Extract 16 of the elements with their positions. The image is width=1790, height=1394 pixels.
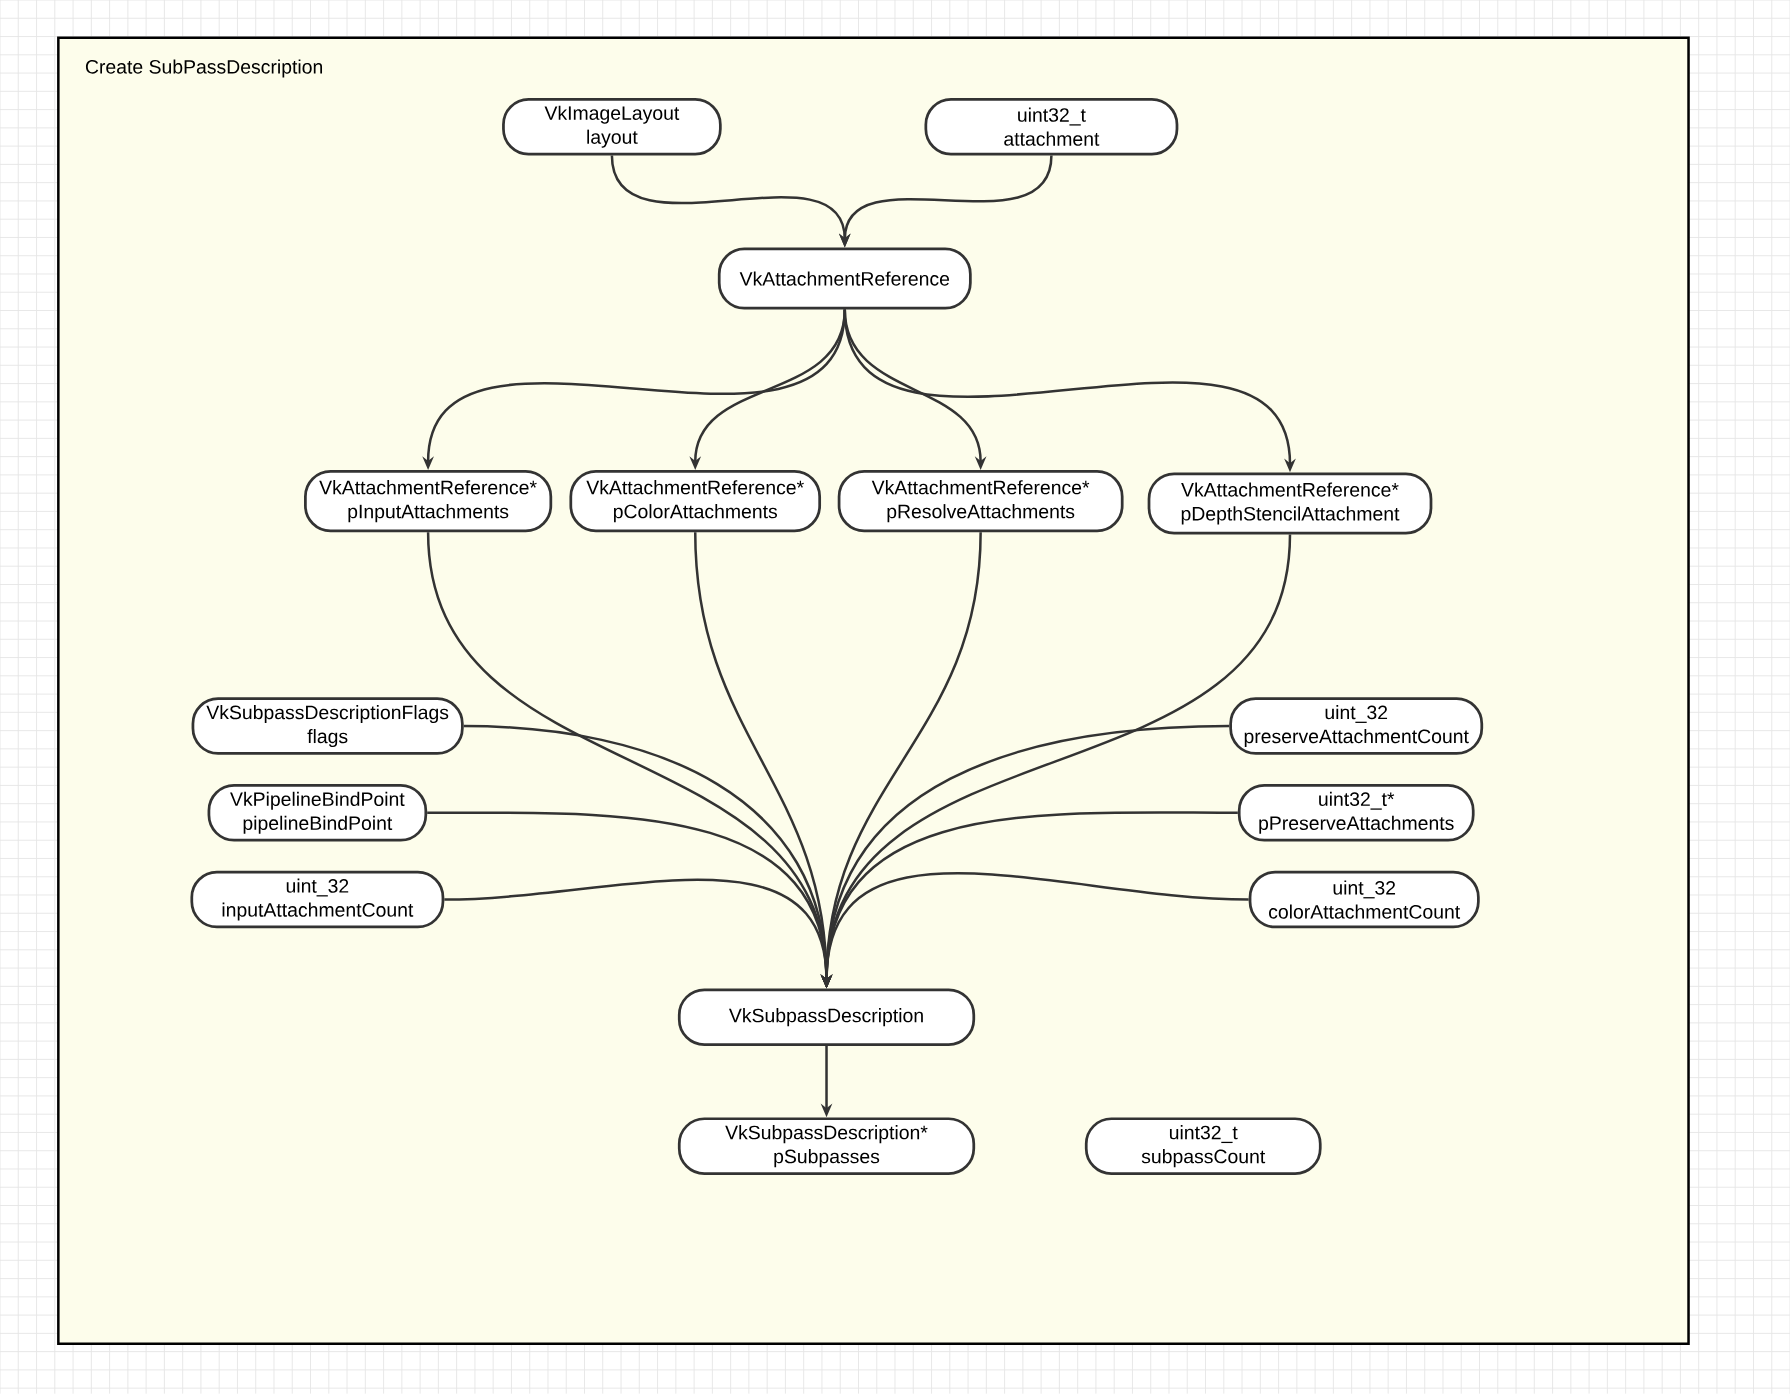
rounded-box: VkImageLayout layout: [502, 98, 722, 156]
rounded-box: uint_32 preserveAttachmentCount: [1229, 697, 1484, 755]
rounded-box: VkPipelineBindPoint pipelineBindPoint: [207, 784, 428, 842]
rounded-box: VkAttachmentReference* pResolveAttachments: [837, 470, 1124, 533]
rounded-box: uint_32 inputAttachmentCount: [190, 870, 445, 929]
rounded-box: VkSubpassDescription: [677, 988, 976, 1046]
rounded-box: uint32_t* pPreserveAttachments: [1237, 784, 1475, 842]
rounded-box: VkAttachmentReference* pColorAttachments: [569, 470, 822, 533]
rounded-box: uint32_t attachment: [924, 98, 1179, 156]
rounded-box: VkSubpassDescriptionFlags flags: [191, 697, 464, 755]
rounded-box: VkAttachmentReference* pDepthStencilAttachment: [1147, 472, 1433, 535]
rounded-box: VkAttachmentReference: [717, 247, 972, 310]
rounded-box: VkAttachmentReference* pInputAttachments: [304, 470, 553, 533]
rounded-box: uint_32 colorAttachmentCount: [1248, 870, 1480, 929]
rounded-box: uint32_t subpassCount: [1084, 1117, 1322, 1175]
rounded-box: VkSubpassDescription* pSubpasses: [677, 1117, 976, 1175]
